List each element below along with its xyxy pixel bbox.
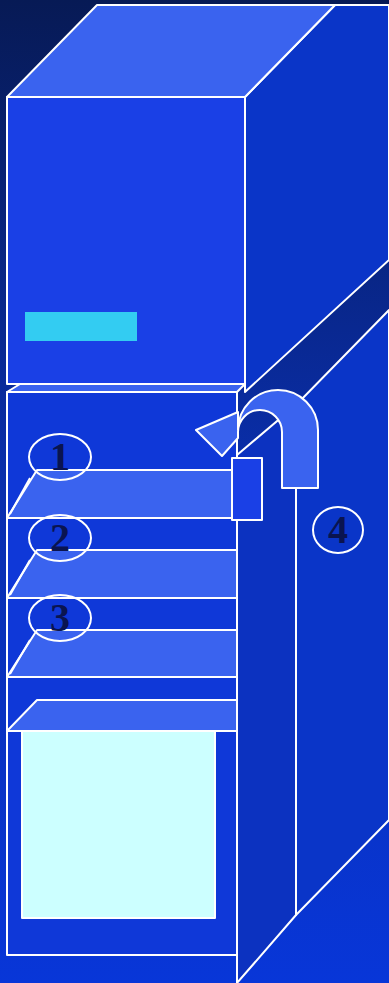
- freezer-handle: [25, 312, 137, 341]
- callout-circle: 3: [28, 594, 92, 642]
- shelf: [7, 700, 237, 731]
- cabinet-top: [7, 5, 335, 97]
- shelf: [7, 630, 237, 677]
- shelf: [7, 550, 237, 598]
- door-outer: [296, 310, 389, 915]
- leader-line: [10, 560, 30, 595]
- freezer-door: [7, 97, 245, 384]
- callout-circle: 4: [312, 506, 364, 554]
- crisper-drawer: [22, 731, 215, 918]
- callout-number: 2: [50, 518, 70, 558]
- leader-line: [10, 478, 30, 514]
- fridge-interior: [7, 392, 237, 955]
- callout-circle: 1: [28, 433, 92, 481]
- callout-number: 1: [50, 437, 70, 477]
- cabinet-ledge: [7, 384, 245, 392]
- door-handle: [232, 458, 262, 520]
- shelf: [7, 470, 237, 518]
- leader-line: [10, 640, 30, 674]
- door-open-arrow: [196, 390, 318, 488]
- callout-number: 4: [328, 510, 348, 550]
- callout-circle: 2: [28, 514, 92, 562]
- callout-number: 3: [50, 598, 70, 638]
